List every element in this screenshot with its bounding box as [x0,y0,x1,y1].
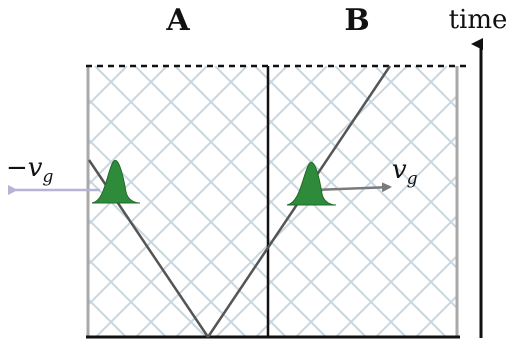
grid-line [254,66,458,271]
time-axis-label: time [449,5,508,35]
right-packet-green-wavepacket-icon [286,162,337,206]
crosshatch-grid [87,66,510,338]
grid-line [94,66,368,338]
region-b-label: B [344,3,369,38]
grid-line [87,96,328,338]
grid-line [374,66,458,151]
grid-line [87,256,168,338]
left-velocity-label: −vg [6,153,53,187]
grid-line [374,253,458,338]
right-velocity-label: vg [392,155,418,189]
grid-line [214,66,458,311]
grid-line [495,66,510,338]
right-velocity-arrow [313,182,392,193]
grid-line [87,336,88,338]
grid-line [87,216,208,338]
grid-line [414,293,458,338]
grid-line [334,213,458,338]
left-packet-green-wavepacket-icon [91,160,141,204]
grid-line [87,66,88,68]
region-a-label: A [165,3,190,38]
grid-line [414,66,458,111]
grid-line [134,66,408,338]
grid-line [87,136,288,338]
grid-line [294,66,458,231]
grid-line [495,66,510,338]
grid-line [334,66,458,191]
grid-line [87,66,168,148]
grid-line [87,66,208,188]
